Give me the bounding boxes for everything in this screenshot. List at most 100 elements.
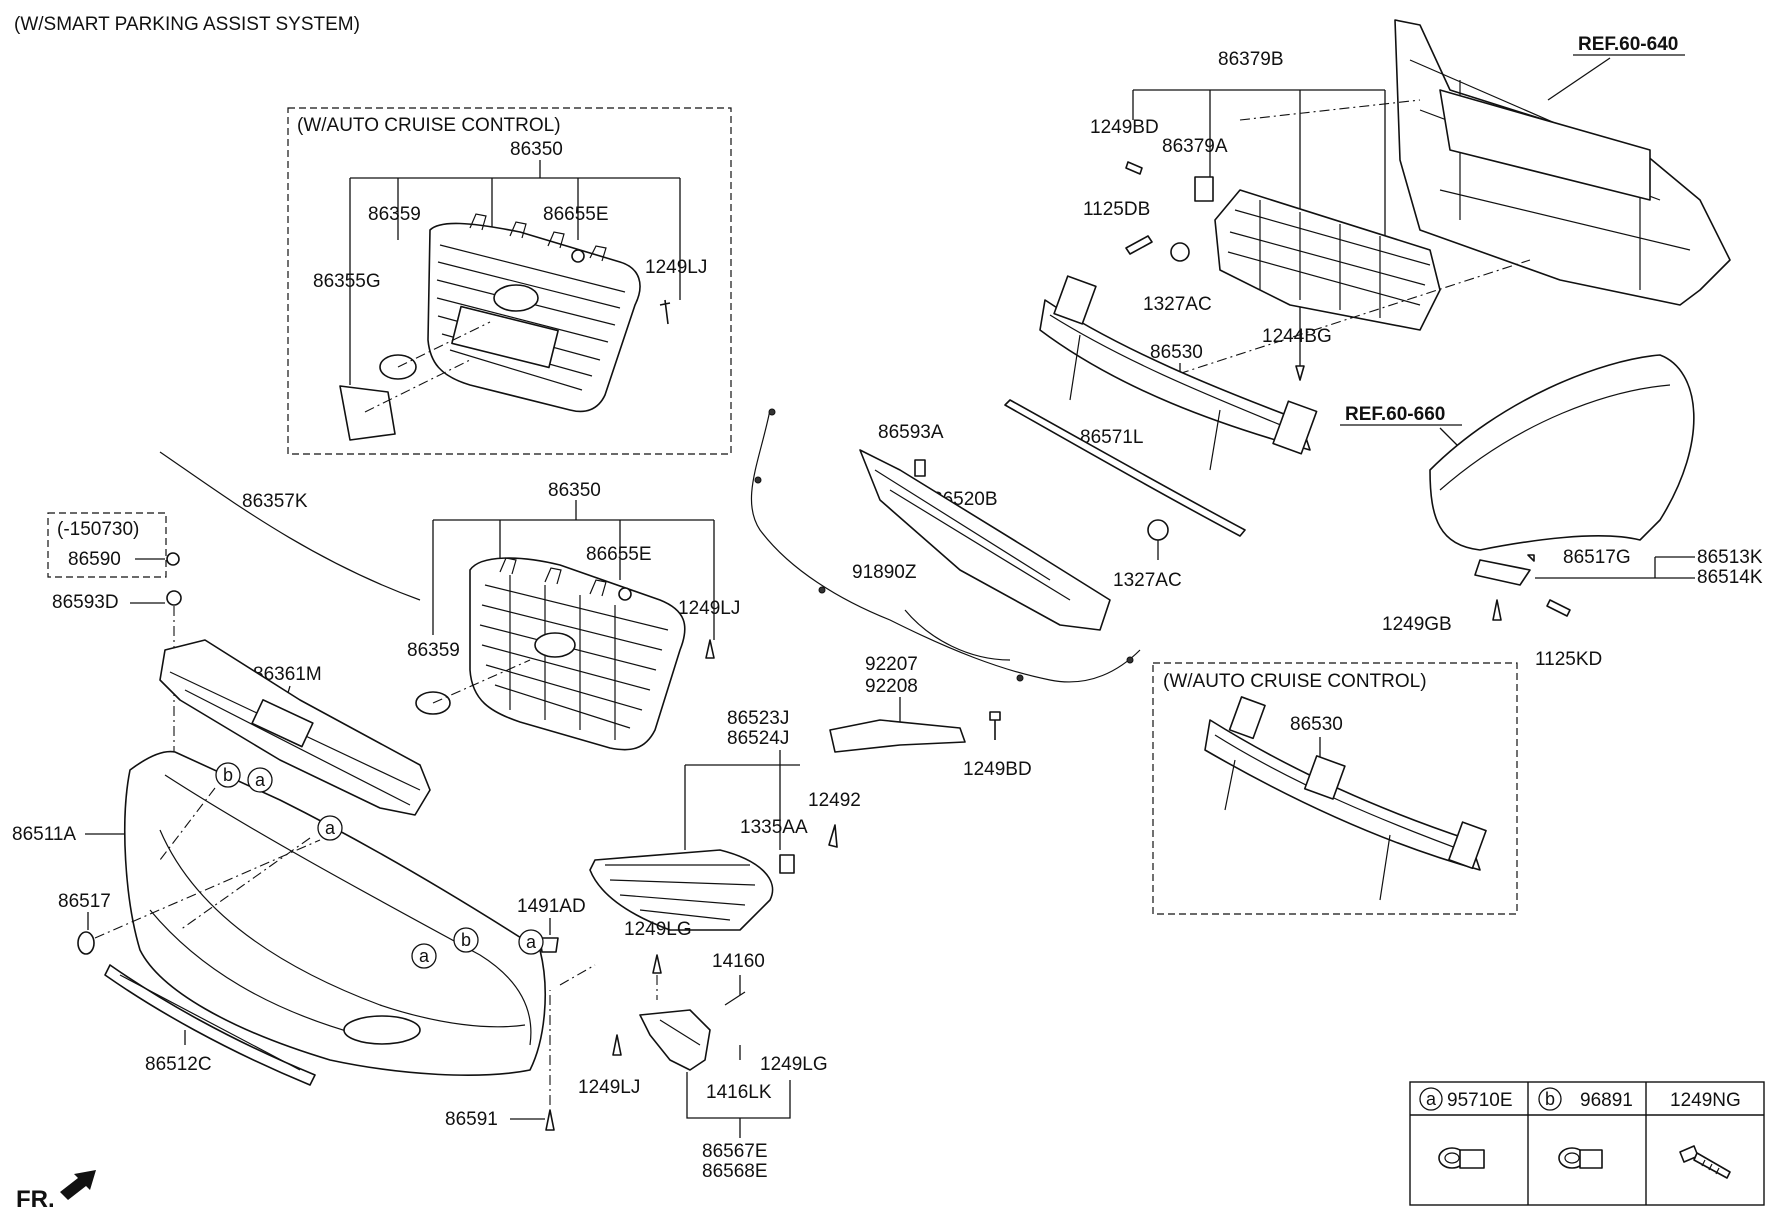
nut-1327AC-bottom[interactable] [1147,519,1169,541]
absorber-86520B[interactable] [859,449,1111,631]
bolt-1249BD[interactable] [1125,161,1143,175]
cover-86355G[interactable] [339,385,396,441]
label-86524J[interactable]: 86524J [727,728,789,749]
absorber-86571L[interactable] [1004,399,1246,537]
ref-60-660[interactable]: REF.60-660 [1345,404,1445,425]
label-86359-top[interactable]: 86359 [368,204,421,225]
label-86593D[interactable]: 86593D [52,592,119,613]
label-86530-top[interactable]: 86530 [1150,342,1203,363]
label-86513K[interactable]: 86513K [1697,547,1763,568]
bumper-beam-86530-box[interactable] [1204,696,1487,901]
screw-1249LJ-bottom[interactable] [612,1034,622,1056]
label-86523J[interactable]: 86523J [727,708,789,729]
screw-86591[interactable] [545,1109,555,1131]
radiator-grille-top[interactable] [427,213,641,413]
screw-1249GB[interactable] [1492,599,1502,621]
label-1244BG[interactable]: 1244BG [1262,326,1332,347]
label-86359-mid[interactable]: 86359 [407,640,460,661]
label-1249LG-a[interactable]: 1249LG [624,919,692,940]
bracket-86567E[interactable] [639,1009,711,1071]
label-86517[interactable]: 86517 [58,891,111,912]
bolt-1244BG[interactable] [1295,365,1305,381]
label-1249GB[interactable]: 1249GB [1382,614,1452,635]
radiator-carrier[interactable] [1214,189,1441,331]
label-1327AC-top[interactable]: 1327AC [1143,294,1212,315]
label-86379A[interactable]: 86379A [1162,136,1228,157]
label-1327AC-bottom[interactable]: 1327AC [1113,570,1182,591]
screw-1249LJ-top[interactable] [659,299,671,325]
clip-86593A[interactable] [914,459,926,477]
screw-1249LG-a[interactable] [652,954,662,974]
upper-cover-86361M[interactable] [159,639,431,816]
label-86379B[interactable]: 86379B [1218,49,1284,70]
bumper-cover-86511A[interactable] [123,750,546,1076]
label-86593A[interactable]: 86593A [878,422,944,443]
label-92208[interactable]: 92208 [865,676,918,697]
legend-code-a[interactable]: 95710E [1447,1090,1513,1111]
label-86655E-top[interactable]: 86655E [543,204,609,225]
callout-a-4: a [518,929,544,955]
label-1491AD[interactable]: 1491AD [517,896,586,917]
label-91890Z[interactable]: 91890Z [852,562,917,583]
label-86571L[interactable]: 86571L [1080,427,1143,448]
label-86361M[interactable]: 86361M [253,664,322,685]
label-86517G[interactable]: 86517G [1563,547,1631,568]
bumper-beam-86530[interactable] [1039,275,1318,471]
bolt-1249BD-mid[interactable] [989,711,1001,740]
legend-code-c[interactable]: 1249NG [1670,1090,1741,1111]
label-92207[interactable]: 92207 [865,654,918,675]
label-86512C[interactable]: 86512C [145,1054,212,1075]
wiring-91890Z[interactable] [750,409,1141,683]
label-12492[interactable]: 12492 [808,790,861,811]
lower-grille-86512C[interactable] [104,964,316,1086]
cap-86517[interactable] [77,931,95,955]
garnish-86523J[interactable] [589,849,774,931]
label-86530-bottom[interactable]: 86530 [1290,714,1343,735]
label-1249LG-b[interactable]: 1249LG [760,1054,828,1075]
label-14160[interactable]: 14160 [712,951,765,972]
label-86514K[interactable]: 86514K [1697,567,1763,588]
label-1249LJ-top[interactable]: 1249LJ [645,257,707,278]
screw-12492[interactable] [828,824,838,848]
label-86591[interactable]: 86591 [445,1109,498,1130]
label-86567E[interactable]: 86567E [702,1141,768,1162]
label-86655E-mid[interactable]: 86655E [586,544,652,565]
label-86511A[interactable]: 86511A [12,824,76,845]
nut-1327AC-top[interactable] [1170,242,1190,262]
date-note: (-150730) [57,519,139,540]
bolt-1125DB[interactable] [1125,235,1153,255]
label-1249BD-mid[interactable]: 1249BD [963,759,1032,780]
cover-92207[interactable] [829,719,966,753]
clip-86593D[interactable] [166,590,182,606]
label-1335AA[interactable]: 1335AA [740,817,808,838]
label-86590[interactable]: 86590 [68,549,121,570]
fender[interactable] [1429,354,1695,551]
svg-text:a: a [255,770,266,790]
label-86355G[interactable]: 86355G [313,271,381,292]
label-86350-top[interactable]: 86350 [510,139,563,160]
label-1125KD[interactable]: 1125KD [1535,649,1602,670]
clip-86379A[interactable] [1194,176,1214,202]
bracket-86513K[interactable] [1474,559,1531,586]
label-1125DB[interactable]: 1125DB [1083,199,1150,220]
screw-1249LJ-mid[interactable] [705,639,715,659]
clip-86590[interactable] [166,552,180,566]
radiator-grille-mid[interactable] [469,557,686,751]
clip-1335AA[interactable] [779,854,795,874]
label-86568E[interactable]: 86568E [702,1161,768,1182]
pin-14160[interactable] [724,991,746,1006]
label-1249LJ-bottom[interactable]: 1249LJ [578,1077,640,1098]
label-86350-mid[interactable]: 86350 [548,480,601,501]
nut-86655E-top[interactable] [571,249,585,263]
nut-86655E-mid[interactable] [618,587,632,601]
legend-code-b[interactable]: 96891 [1580,1090,1633,1111]
label-1249BD-top[interactable]: 1249BD [1090,117,1159,138]
label-1249LJ-mid[interactable]: 1249LJ [678,598,740,619]
moulding-86357K[interactable] [159,451,421,601]
bolt-1125KD[interactable] [1546,599,1571,617]
label-1416LK[interactable]: 1416LK [706,1082,772,1103]
clip-86517G[interactable] [1527,554,1535,562]
ref-60-640[interactable]: REF.60-640 [1578,34,1678,55]
label-86357K[interactable]: 86357K [242,491,308,512]
radiator-support-ref[interactable] [1394,19,1731,306]
